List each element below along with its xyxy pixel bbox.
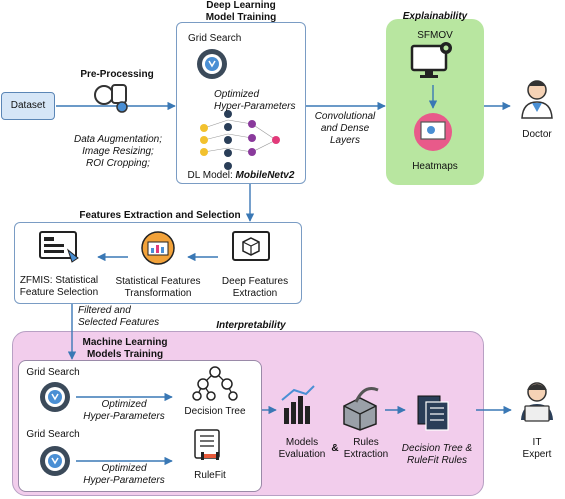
features-title: Features Extraction and Selection (79, 210, 241, 221)
dl-model-name: MobileNetv2 (235, 170, 295, 181)
dt-rulefit-rules-label: Decision Tree & RuleFit Rules (401, 443, 473, 466)
ml-optimized-1: Optimized Hyper-Parameters (83, 399, 165, 422)
preprocessing-icon (94, 84, 128, 113)
rules-extraction-icon (343, 387, 379, 431)
cube-network-icon (232, 231, 270, 261)
dataset-label: Dataset (10, 100, 46, 111)
screen-hand-icon (39, 231, 79, 263)
dl-grid-search: Grid Search (188, 33, 242, 44)
decision-tree-label: Decision Tree (184, 406, 246, 417)
models-evaluation-icon (281, 385, 315, 424)
dl-optimized: Optimized Hyper-Parameters (214, 89, 296, 112)
preprocessing-steps: Data Augmentation; Image Resizing; ROI C… (73, 134, 163, 169)
rules-extraction-label: Rules Extraction (343, 437, 389, 460)
doctor-icon (521, 80, 553, 119)
rulefit-icon (194, 429, 220, 460)
chart-badge-icon (141, 231, 175, 265)
ml-training-title: Machine Learning Models Training (82, 337, 168, 360)
neural-network-icon (200, 110, 280, 170)
ampersand-label: & (331, 443, 339, 454)
stat-transform-label: Statistical Features Transformation (115, 276, 201, 299)
gear-icon-ml-1 (40, 382, 70, 412)
ml-optimized-2: Optimized Hyper-Parameters (83, 463, 165, 486)
decision-tree-icon (192, 366, 238, 401)
monitor-gear-icon (410, 42, 452, 78)
dataset-box (1, 92, 55, 120)
rulefit-label: RuleFit (194, 470, 226, 481)
conv-dense-label: Convolutional and Dense Layers (314, 111, 376, 146)
heatmaps-label: Heatmaps (412, 161, 458, 172)
preprocessing-title: Pre-Processing (80, 69, 154, 80)
deep-extraction-label: Deep Features Extraction (221, 276, 289, 299)
dl-model-prefix: DL Model: (187, 170, 236, 181)
explainability-title: Explainability (402, 11, 468, 22)
dl-training-box (176, 22, 306, 184)
ml-grid-search-1: Grid Search (26, 367, 80, 378)
doctor-label: Doctor (522, 129, 552, 140)
it-expert-label: IT Expert (522, 437, 552, 460)
sfmov-label: SFMOV (417, 30, 453, 41)
models-evaluation-label: Models Evaluation (278, 437, 326, 460)
heatmap-icon (414, 113, 452, 151)
ml-grid-search-2: Grid Search (26, 429, 80, 440)
interpretability-title: Interpretability (216, 320, 286, 331)
gear-icon-dl (197, 49, 227, 79)
filtered-features-label: Filtered and Selected Features (78, 305, 160, 328)
dl-title: Deep Learning Model Training (205, 0, 277, 23)
it-expert-icon (521, 382, 553, 422)
dl-model: DL Model: MobileNetv2 (178, 170, 304, 182)
rules-documents-icon (417, 395, 449, 431)
gear-icon-ml-2 (40, 446, 70, 476)
zfmis-label: ZFMIS: Statistical Feature Selection (19, 275, 99, 298)
